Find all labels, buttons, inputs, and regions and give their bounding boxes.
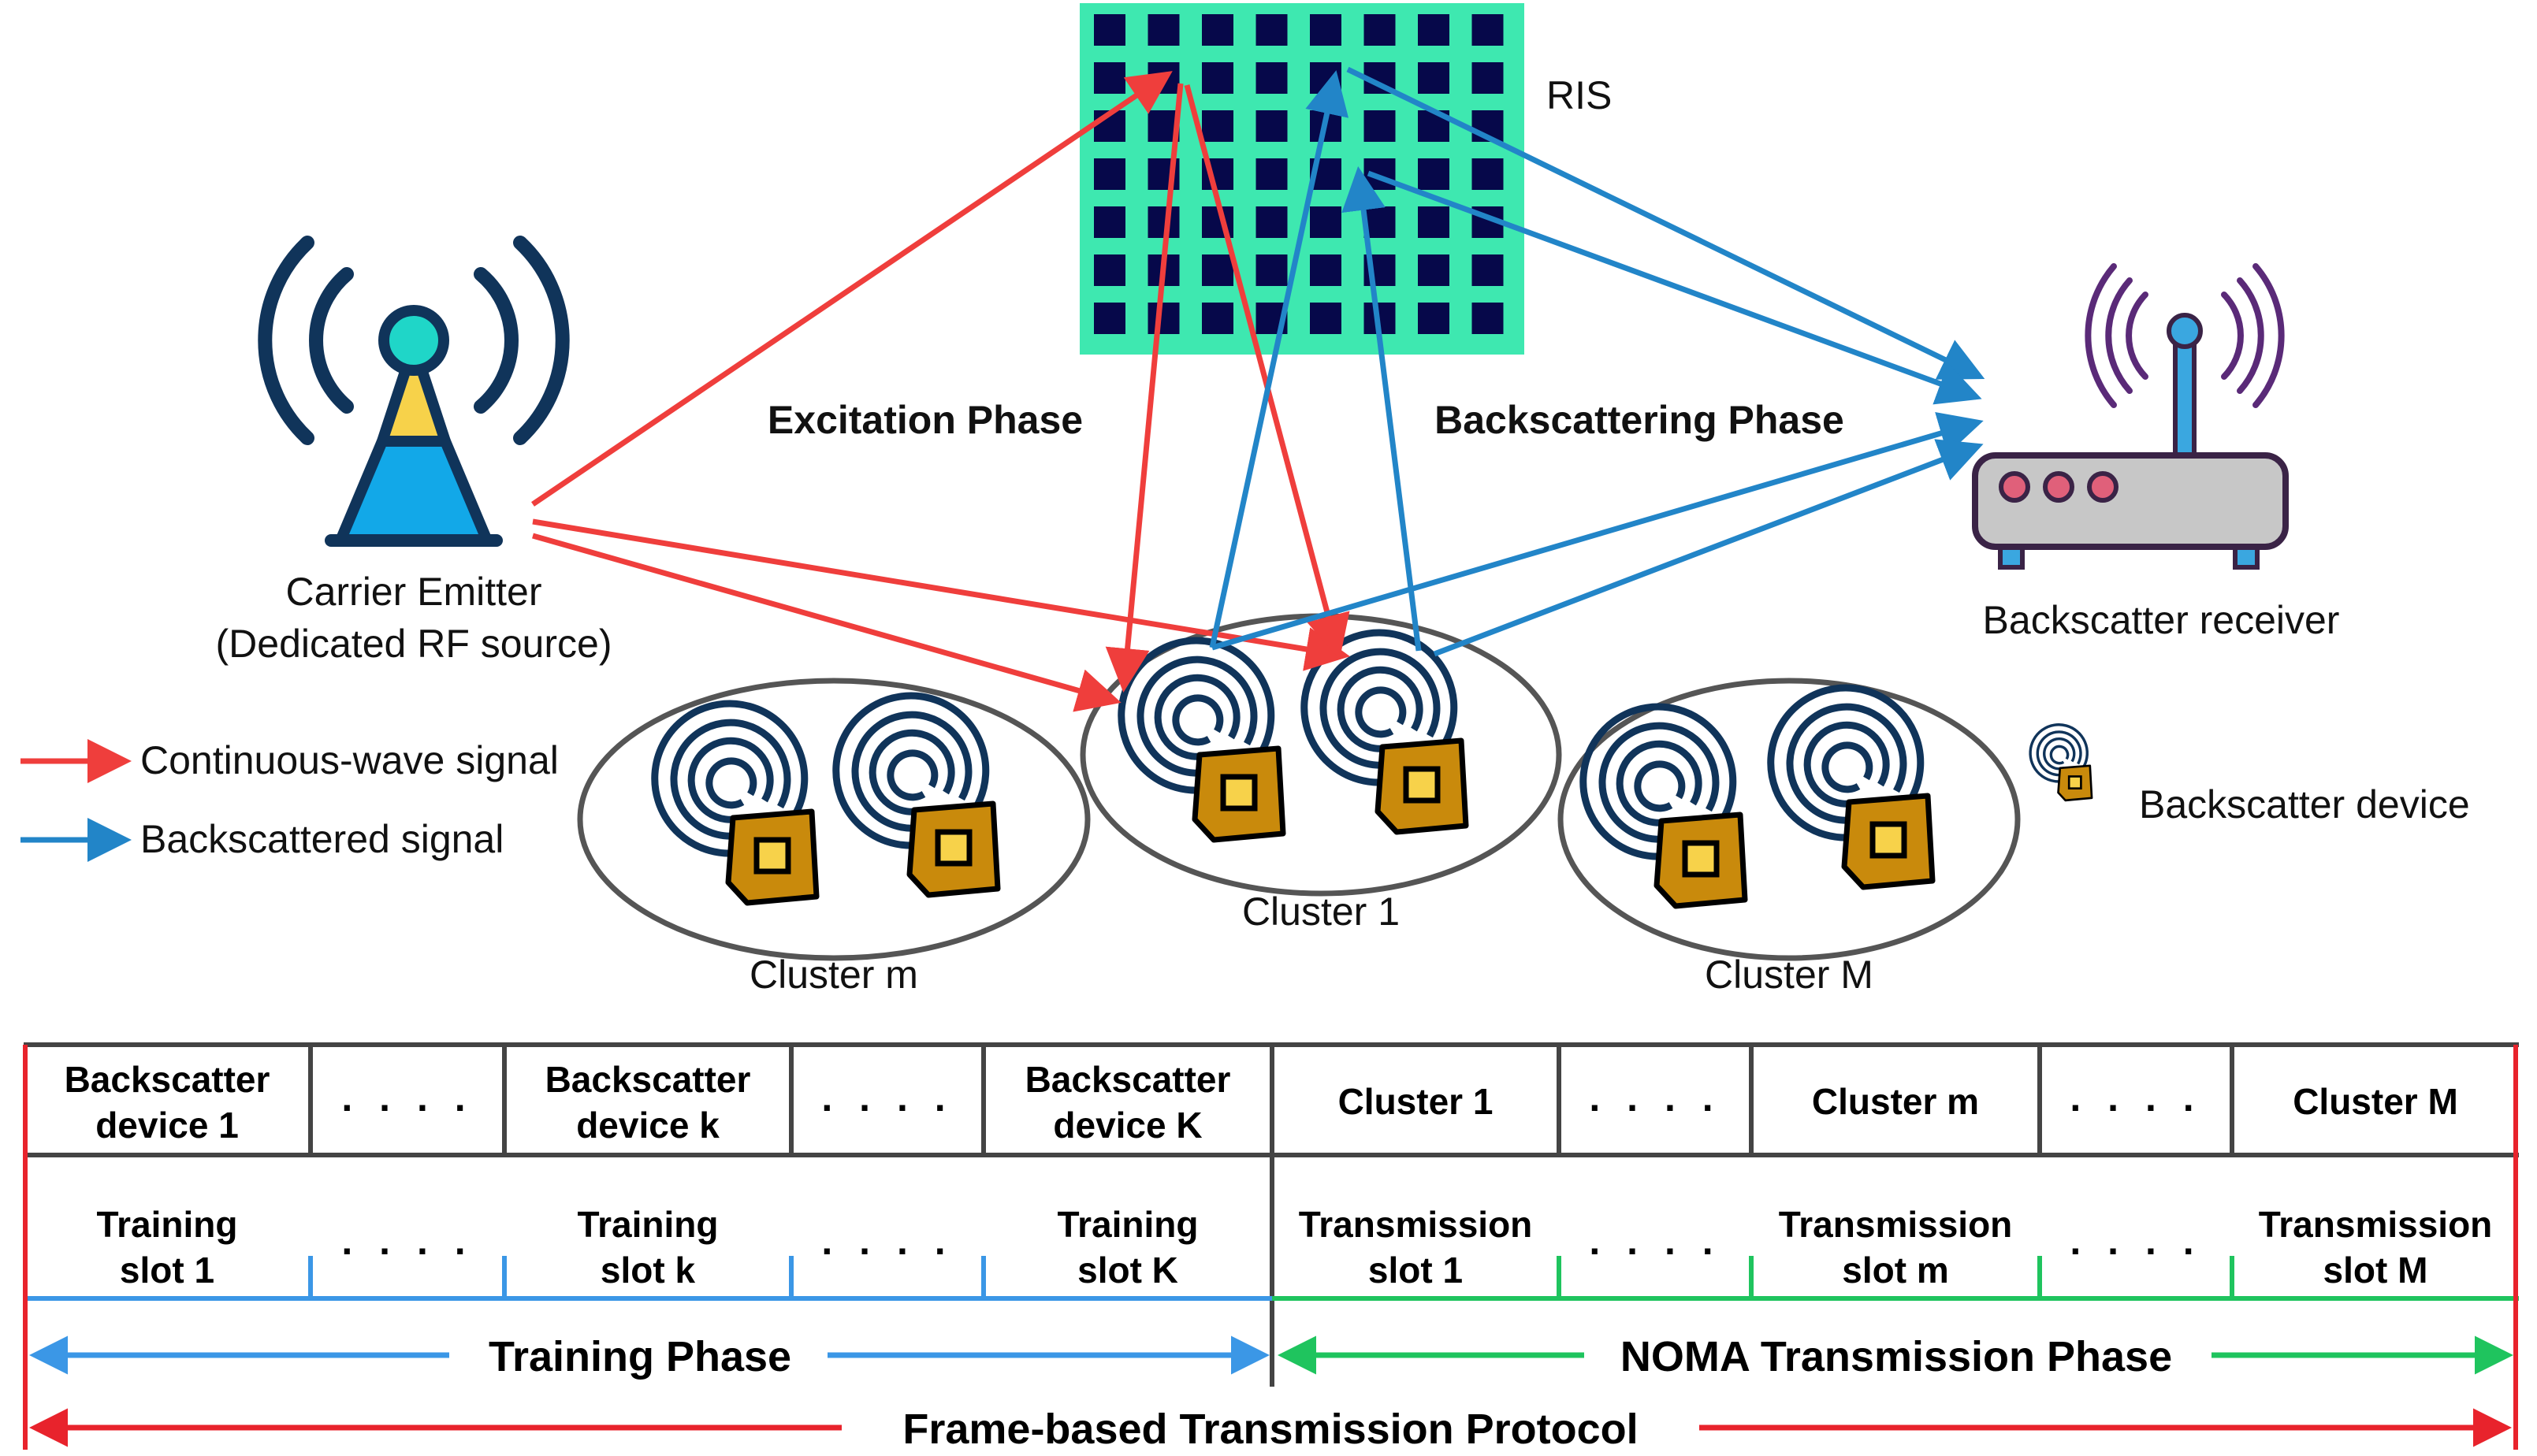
ellipsis-cell: . . . . (2070, 1219, 2201, 1263)
legend-backscattered-label: Backscattered signal (140, 817, 504, 861)
ellipsis-cell: . . . . (341, 1075, 473, 1120)
frame-cell-label: Cluster 1 (1338, 1081, 1494, 1122)
ris-element (1418, 206, 1449, 238)
slot-cell-sublabel: slot 1 (1368, 1250, 1463, 1291)
backscatter-receiver-label: Backscatter receiver (1983, 598, 2340, 642)
backscatter-device-icon (1304, 633, 1466, 832)
ris-element (1471, 14, 1504, 46)
ris-element (1310, 206, 1341, 238)
legend-backscatter-device-icon (2029, 723, 2093, 802)
ris-element (1148, 14, 1180, 46)
ellipsis-cell: . . . . (2070, 1075, 2201, 1120)
ris-element (1094, 14, 1125, 46)
frame-cell-label: Backscatter (1025, 1059, 1231, 1100)
frame-cell-sublabel: device K (1053, 1105, 1202, 1146)
ris-element (1310, 254, 1341, 286)
ris-element (1471, 303, 1504, 334)
ris-element (1255, 14, 1288, 46)
ris-element (1471, 254, 1504, 286)
ellipsis-cell: . . . . (341, 1219, 473, 1263)
ris-surface (1080, 3, 1524, 355)
ellipsis-cell: . . . . (1589, 1219, 1720, 1263)
cluster-1-label: Cluster 1 (1242, 890, 1400, 934)
slot-cell-sublabel: slot K (1077, 1250, 1178, 1291)
backscatter-device-icon (836, 696, 998, 895)
backscattered-arrows (1209, 66, 1985, 657)
backscatter-device-icon (1122, 641, 1283, 840)
protocol-table: Backscatter device 1 . . . . Backscatter dev… (23, 1042, 2519, 1453)
ris-label: RIS (1546, 73, 1612, 117)
slot-cell-sublabel: slot k (601, 1250, 696, 1291)
noma-phase-label: NOMA Transmission Phase (1620, 1333, 2172, 1380)
slot-cell-sublabel: slot m (1842, 1250, 1948, 1291)
ris-element (1418, 303, 1449, 334)
ris-element (1255, 206, 1288, 238)
ris-element (1202, 303, 1233, 334)
ris-element (1310, 303, 1341, 334)
ris-element (1418, 254, 1449, 286)
ris-element (1094, 158, 1125, 190)
carrier-emitter-sublabel: (Dedicated RF source) (216, 622, 612, 666)
ris-element (1148, 206, 1180, 238)
legend-backscatter-device-label: Backscatter device (2139, 782, 2470, 826)
ris-element (1363, 14, 1396, 46)
frame-cell-label: Backscatter (545, 1059, 751, 1100)
ris-element (1148, 303, 1180, 334)
ris-element (1094, 62, 1125, 94)
carrier-emitter-icon (258, 236, 570, 547)
ris-element (1202, 110, 1233, 142)
slot-cell-sublabel: slot 1 (120, 1250, 214, 1291)
ris-element (1418, 14, 1449, 46)
continuous-wave-arrows (531, 71, 1350, 712)
legend-continuous-wave-label: Continuous-wave signal (140, 738, 559, 782)
ris-element (1202, 14, 1233, 46)
slot-cell-label: Transmission (1299, 1204, 1533, 1245)
frame-cell-sublabel: device k (576, 1105, 720, 1146)
cluster-m-ellipse (577, 678, 1091, 961)
legend: Continuous-wave signal Backscattered sig… (20, 723, 2470, 862)
frame-cell-sublabel: device 1 (95, 1105, 239, 1146)
ris-element (1255, 254, 1288, 286)
cluster-M-ellipse (1557, 678, 2021, 961)
slot-cell-label: Transmission (1779, 1204, 2013, 1245)
cluster-M-label: Cluster M (1705, 953, 1873, 997)
slot-cell-label: Training (1058, 1204, 1199, 1245)
backscatter-device-icon (655, 704, 817, 903)
frame-cell-label: Cluster m (1812, 1081, 1979, 1122)
frame-cell-label: Backscatter (65, 1059, 270, 1100)
ris-element (1418, 62, 1449, 94)
ellipsis-cell: . . . . (821, 1075, 953, 1120)
ris-element (1094, 206, 1125, 238)
ris-element (1094, 254, 1125, 286)
training-phase-label: Training Phase (489, 1333, 791, 1380)
ris-element (1418, 158, 1449, 190)
ris-element (1310, 14, 1341, 46)
ris-element (1255, 62, 1288, 94)
ris-element (1202, 62, 1233, 94)
frame-cell-label: Cluster M (2293, 1081, 2458, 1122)
ris-panel (1080, 3, 1524, 355)
ris-element (1363, 110, 1396, 142)
ris-element (1094, 303, 1125, 334)
slot-cell-label: Transmission (2259, 1204, 2493, 1245)
ris-element (1255, 110, 1288, 142)
backscatter-receiver-icon (1972, 263, 2289, 570)
frame-protocol-label: Frame-based Transmission Protocol (902, 1406, 1638, 1453)
ris-element (1471, 158, 1504, 190)
ellipsis-cell: . . . . (1589, 1075, 1720, 1120)
backscattering-phase-label: Backscattering Phase (1434, 398, 1844, 442)
excitation-phase-label: Excitation Phase (768, 398, 1083, 442)
ellipsis-cell: . . . . (821, 1219, 953, 1263)
backscatter-device-icon (1771, 688, 1933, 887)
ris-element (1202, 254, 1233, 286)
ris-element (1471, 62, 1504, 94)
slot-cell-sublabel: slot M (2323, 1250, 2428, 1291)
carrier-emitter-label: Carrier Emitter (285, 570, 541, 614)
slot-cell-label: Training (578, 1204, 719, 1245)
slot-cell-label: Training (97, 1204, 238, 1245)
ris-element (1255, 158, 1288, 190)
cluster-m-label: Cluster m (750, 953, 918, 997)
